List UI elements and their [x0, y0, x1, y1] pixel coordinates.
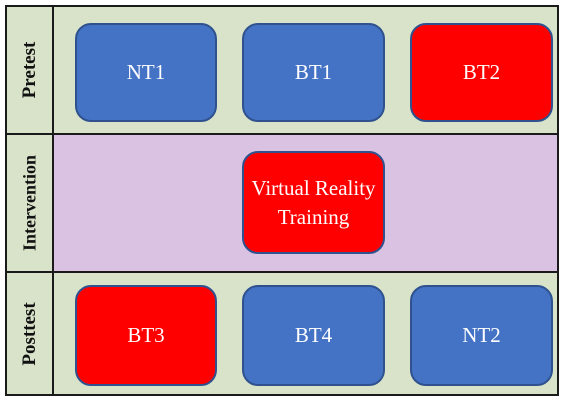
- study-design-diagram: Pretest NT1 BT1 BT2 Intervention Virtual…: [5, 5, 559, 396]
- pretest-band: NT1 BT1 BT2: [54, 7, 557, 133]
- posttest-label: Posttest: [18, 301, 40, 366]
- box-bt1: BT1: [242, 23, 385, 122]
- intervention-label: Intervention: [19, 155, 39, 251]
- intervention-row: Intervention Virtual Reality Training: [7, 135, 557, 273]
- posttest-band: BT3 BT4 NT2: [54, 273, 557, 394]
- pretest-row: Pretest NT1 BT1 BT2: [7, 7, 557, 135]
- box-virtual-reality-training: Virtual Reality Training: [242, 151, 385, 254]
- posttest-label-cell: Posttest: [7, 273, 54, 394]
- pretest-label: Pretest: [18, 41, 40, 99]
- box-nt2: NT2: [410, 285, 553, 386]
- pretest-label-cell: Pretest: [7, 7, 54, 133]
- box-bt2: BT2: [410, 23, 553, 122]
- intervention-band: Virtual Reality Training: [54, 135, 557, 271]
- intervention-label-cell: Intervention: [7, 135, 54, 271]
- posttest-row: Posttest BT3 BT4 NT2: [7, 273, 557, 394]
- box-bt4: BT4: [242, 285, 385, 386]
- box-nt1: NT1: [75, 23, 217, 122]
- box-bt3: BT3: [75, 285, 217, 386]
